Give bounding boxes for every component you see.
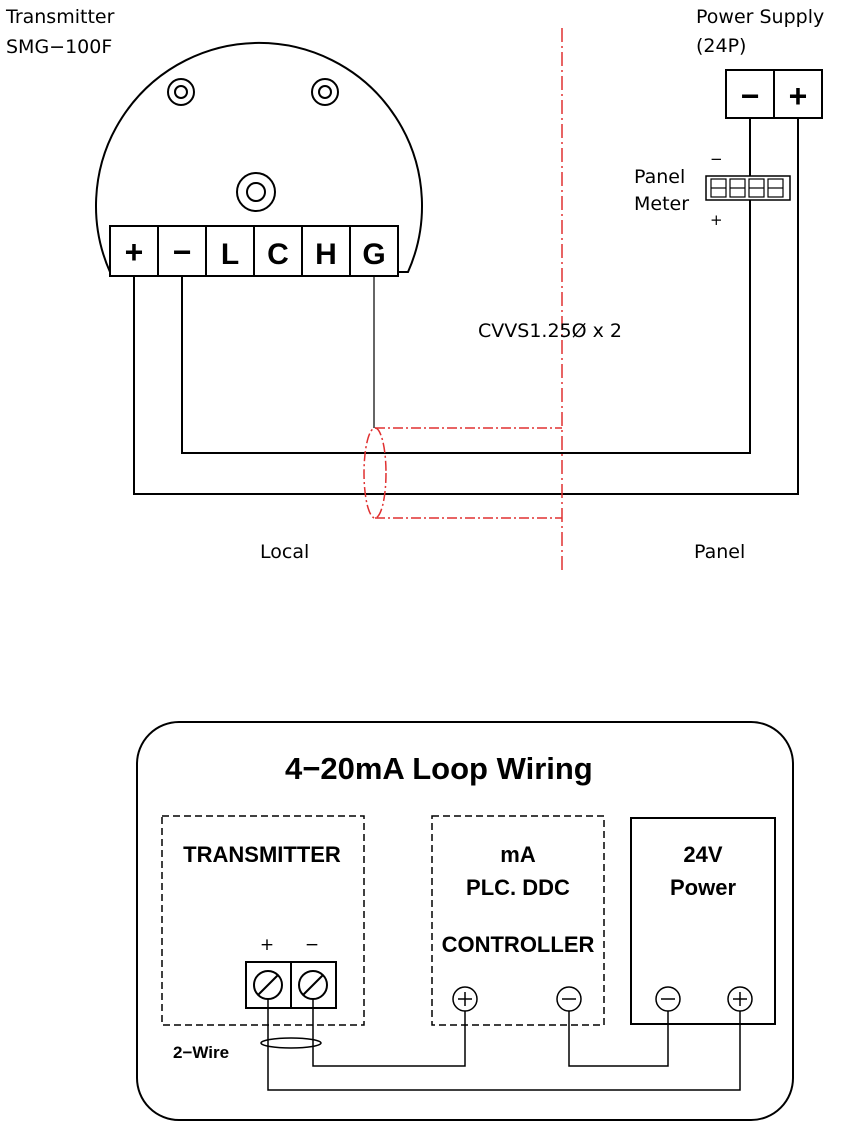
screw-icon xyxy=(311,78,339,106)
tx-minus-sign: − xyxy=(305,935,319,955)
meter-minus-sign: − xyxy=(710,150,723,168)
transmitter-title: Transmitter xyxy=(5,6,115,28)
power-box xyxy=(630,817,776,1025)
power-plus-terminal-icon xyxy=(727,986,753,1012)
terminal-l: L xyxy=(221,238,239,271)
terminal-c: C xyxy=(267,238,289,271)
controller-box xyxy=(431,815,605,1026)
terminal-plus: + xyxy=(125,234,144,270)
terminal-block: + − L C H G xyxy=(109,225,399,277)
controller-label-plc: PLC. DDC xyxy=(466,875,570,900)
screw-terminal-block xyxy=(245,961,337,1009)
power-supply-terminals: − + xyxy=(725,69,823,119)
loop-wiring-diagram: 4−20mA Loop Wiring TRANSMITTER + − mA PL… xyxy=(136,721,794,1121)
wire-positive xyxy=(133,118,799,495)
controller-label-ma: mA xyxy=(500,842,536,867)
loop-wire-negative xyxy=(312,999,466,1067)
power-box-label: Power xyxy=(670,875,736,900)
transmitter-box-label: TRANSMITTER xyxy=(183,842,341,867)
power-minus-terminal-icon xyxy=(655,986,681,1012)
cable-shield xyxy=(363,427,562,519)
transmitter-box xyxy=(161,815,365,1026)
tx-plus-sign: + xyxy=(260,935,274,955)
screw-icon xyxy=(167,78,195,106)
controller-plus-terminal-icon xyxy=(452,986,478,1012)
terminal-g: G xyxy=(362,238,385,271)
zone-local-label: Local xyxy=(260,541,309,563)
two-wire-label: 2−Wire xyxy=(173,1043,229,1062)
screw-icon xyxy=(236,172,276,212)
power-plus-terminal: + xyxy=(789,78,808,114)
top-wiring-diagram: Transmitter SMG−100F + − L C xyxy=(5,6,824,570)
transmitter-housing xyxy=(95,41,423,273)
power-box-label-24v: 24V xyxy=(683,842,722,867)
loop-wiring-title: 4−20mA Loop Wiring xyxy=(285,751,593,786)
panel-meter-display xyxy=(705,175,791,201)
panel-meter-label: Panel xyxy=(634,166,685,188)
power-supply-title: Power Supply xyxy=(696,6,824,28)
wire-negative xyxy=(181,118,751,454)
power-minus-terminal: − xyxy=(741,78,760,114)
digit-icon xyxy=(710,178,784,198)
meter-plus-sign: + xyxy=(710,211,723,229)
cable-label: CVVS1.25Ø x 2 xyxy=(478,320,622,342)
power-supply-model: (24P) xyxy=(696,35,746,57)
zone-panel-label: Panel xyxy=(694,541,745,563)
panel-meter-label-2: Meter xyxy=(634,193,689,215)
loop-wire-positive xyxy=(267,999,741,1091)
controller-label: CONTROLLER xyxy=(442,932,595,957)
controller-minus-terminal-icon xyxy=(556,986,582,1012)
transmitter-model: SMG−100F xyxy=(6,36,112,58)
loop-wire-return xyxy=(568,1011,669,1067)
loop-wiring-frame xyxy=(136,721,794,1121)
terminal-minus: − xyxy=(173,234,192,270)
two-wire-bundle-marker xyxy=(260,1037,322,1049)
terminal-h: H xyxy=(315,238,337,271)
